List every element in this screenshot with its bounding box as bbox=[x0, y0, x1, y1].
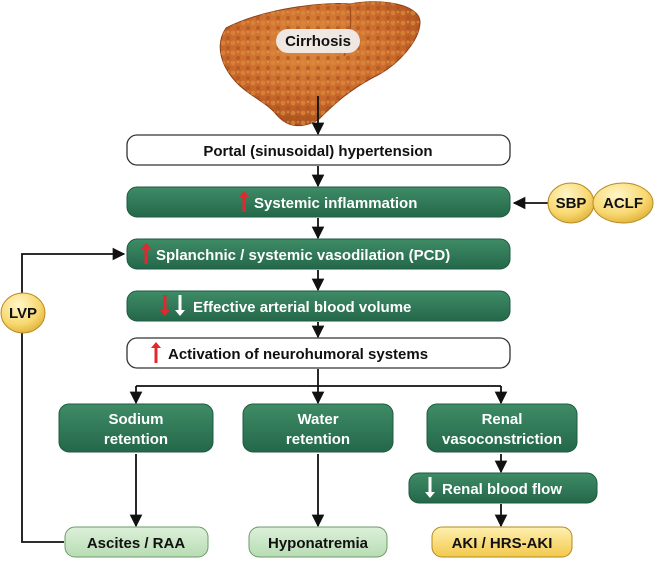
down-arrow-red-icon bbox=[160, 295, 170, 316]
water-line2: retention bbox=[286, 431, 350, 448]
neurohumoral-text: Activation of neurohumoral systems bbox=[168, 346, 428, 363]
lvp-feedback-loop bbox=[21, 247, 126, 543]
box-portal-hypertension: Portal (sinusoidal) hypertension bbox=[126, 134, 511, 166]
liver-illustration: Cirrhosis bbox=[219, 1, 421, 127]
renal-line2: vasoconstriction bbox=[442, 431, 562, 448]
box-vasodilation: Splanchnic / systemic vasodilation (PCD) bbox=[126, 238, 511, 270]
cirrhosis-label: Cirrhosis bbox=[285, 33, 351, 50]
box-aki: AKI / HRS-AKI bbox=[431, 526, 573, 558]
box-sodium-retention: Sodium retention bbox=[58, 403, 214, 453]
box-systemic-inflammation: Systemic inflammation bbox=[126, 186, 511, 218]
box-water-retention: Water retention bbox=[242, 403, 394, 453]
renal-line1: Renal bbox=[482, 411, 523, 428]
box-hyponatremia: Hyponatremia bbox=[248, 526, 388, 558]
water-line1: Water bbox=[297, 411, 338, 428]
up-arrow-icon bbox=[141, 243, 151, 264]
badge-aclf: ACLF bbox=[592, 182, 654, 224]
box-effective-blood-volume: Effective arterial blood volume bbox=[126, 290, 511, 322]
aclf-text: ACLF bbox=[603, 195, 643, 212]
box-renal-vasoconstriction: Renal vasoconstriction bbox=[426, 403, 578, 453]
aki-text: AKI / HRS-AKI bbox=[452, 535, 553, 552]
up-arrow-icon bbox=[151, 342, 161, 363]
effective-blood-volume-text: Effective arterial blood volume bbox=[193, 299, 411, 316]
hyponatremia-text: Hyponatremia bbox=[268, 535, 369, 552]
badge-lvp: LVP bbox=[0, 292, 46, 334]
ascites-text: Ascites / RAA bbox=[87, 535, 186, 552]
vasodilation-text: Splanchnic / systemic vasodilation (PCD) bbox=[156, 247, 450, 264]
sodium-line1: Sodium bbox=[109, 411, 164, 428]
sodium-line2: retention bbox=[104, 431, 168, 448]
portal-hypertension-text: Portal (sinusoidal) hypertension bbox=[203, 143, 432, 160]
down-arrow-white-icon bbox=[425, 477, 435, 498]
renal-blood-flow-text: Renal blood flow bbox=[442, 481, 562, 498]
cirrhosis-label-bg bbox=[276, 29, 360, 53]
box-neurohumoral: Activation of neurohumoral systems bbox=[126, 337, 511, 369]
connectors bbox=[21, 96, 548, 543]
up-arrow-icon bbox=[239, 191, 249, 212]
down-arrow-white-icon bbox=[175, 295, 185, 316]
box-ascites: Ascites / RAA bbox=[64, 526, 209, 558]
box-renal-blood-flow: Renal blood flow bbox=[408, 472, 598, 504]
badge-sbp: SBP bbox=[547, 182, 595, 224]
sbp-text: SBP bbox=[556, 195, 587, 212]
lvp-text: LVP bbox=[9, 305, 37, 322]
systemic-inflammation-text: Systemic inflammation bbox=[254, 195, 417, 212]
